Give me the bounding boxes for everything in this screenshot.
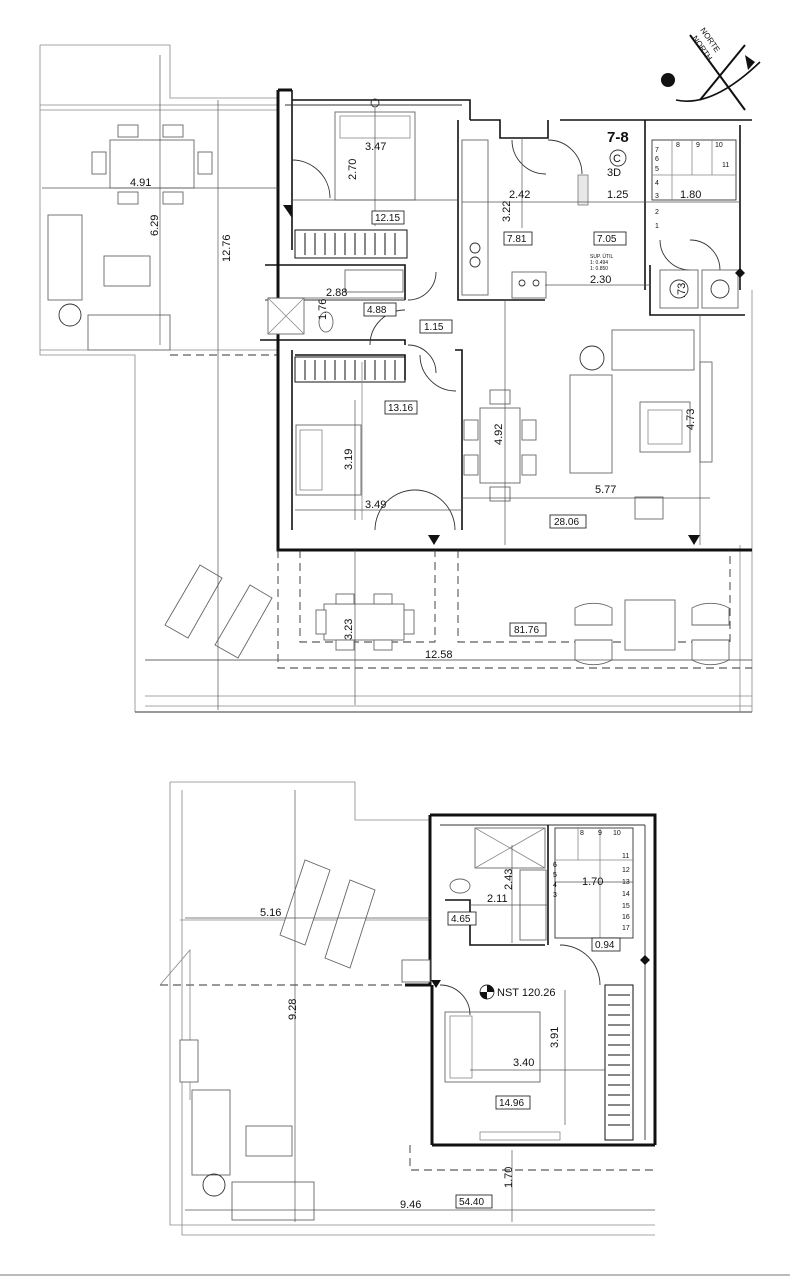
north-compass: NORTE NORTH [661,26,761,111]
area-terrace: 81.76 [514,625,539,636]
area-hall: 7.05 [597,234,617,245]
lower-floor-plan: 4.91 6.29 12.76 3.47 2.70 2.42 3.22 1.25… [39,44,753,713]
upper-step-8: 8 [580,830,584,837]
area-upper-bath: 4.65 [451,914,471,925]
dim-bedroom2-depth: 3.19 [343,449,355,470]
step-7: 7 [655,147,659,154]
upper-step-13: 13 [622,879,630,886]
upper-step-16: 16 [622,914,630,921]
legend-line-1: SUP. ÚTIL [590,253,613,260]
dim-dining-depth: 4.92 [493,424,505,445]
legend-line-3: 1: 0.850 [590,266,608,272]
dim-upper-total-width: 9.46 [400,1199,421,1211]
dim-front-depth: 1.70 [503,1167,515,1188]
unit-label: 7-8 C 3D [607,129,629,179]
area-roof-terrace: 54.40 [459,1197,484,1208]
step-11: 11 [722,162,729,169]
dim-bedroom2-width: 3.49 [365,499,386,511]
upper-step-10: 10 [613,830,621,837]
step-1: 1 [655,223,659,230]
area-upper-bedroom: 14.96 [499,1098,524,1109]
dim-porch-depth: 3.23 [343,619,355,640]
legend-line-2: 1: 0.494 [590,260,608,266]
dim-terrace-depth: 6.29 [149,215,161,236]
dim-living-width: 5.77 [595,484,616,496]
dim-stair-a: 1.25 [607,189,628,201]
step-8: 8 [676,142,680,149]
area-bedroom1: 12.15 [375,213,400,224]
dim-living-depth: 4.73 [685,409,697,430]
dim-kitchen-width: 2.42 [509,189,530,201]
dim-roof-terrace-width: 5.16 [260,907,281,919]
area-bath: 4.88 [367,305,387,316]
step-9: 9 [696,142,700,149]
area-landing: 0.94 [595,940,615,951]
dim-upper-bedroom-depth: 3.91 [549,1027,561,1048]
level-marker: NST 120.26 [479,984,556,1000]
dim-kitchen-depth: 3.22 [501,201,513,222]
upper-step-14: 14 [622,891,630,898]
dim-upper-stair-width: 1.70 [582,876,603,888]
unit-block: C [613,153,621,165]
upper-step-17: 17 [622,925,630,932]
dim-upper-bath-width: 2.11 [487,893,508,905]
level-label: NST 120.26 [497,987,556,999]
dim-laundry-width: 2.30 [590,274,611,286]
unit-code: 7-8 [607,129,629,146]
step-5: 5 [655,166,659,173]
upper-step-3: 3 [553,892,557,899]
dim-porch-width: 12.58 [425,649,453,661]
dim-terrace-width: 4.91 [130,177,151,189]
dim-laundry-depth: .73 [676,283,688,298]
upper-step-9: 9 [598,830,602,837]
upper-step-15: 15 [622,903,630,910]
dim-roof-terrace-depth: 9.28 [287,999,299,1020]
area-corridor: 1.15 [424,322,444,333]
step-3: 3 [655,193,659,200]
dim-upper-bedroom-width: 3.40 [513,1057,534,1069]
dim-stair-b: 1.80 [680,189,701,201]
upper-step-5: 5 [553,872,557,879]
dim-bath-depth: 1.76 [317,299,329,320]
area-bedroom2: 13.16 [388,403,413,414]
step-4: 4 [655,180,659,187]
step-2: 2 [655,209,659,216]
upper-step-6: 6 [553,862,557,869]
upper-floor-plan: 5.16 9.28 2.43 2.11 1.70 3.91 3.40 1.70 … [159,781,657,1236]
upper-step-12: 12 [622,867,630,874]
dim-bedroom1-width: 3.47 [365,141,386,153]
dim-total-depth: 12.76 [221,234,233,262]
step-6: 6 [655,156,659,163]
unit-floor: 3D [607,167,621,179]
dim-upper-bath-depth: 2.43 [503,869,515,890]
step-10: 10 [715,142,723,149]
area-kitchen: 7.81 [507,234,527,245]
area-living: 28.06 [554,517,579,528]
dim-bedroom1-depth: 2.70 [347,159,359,180]
dim-bath-width: 2.88 [326,287,347,299]
upper-step-4: 4 [553,882,557,889]
upper-step-11: 11 [622,853,629,860]
